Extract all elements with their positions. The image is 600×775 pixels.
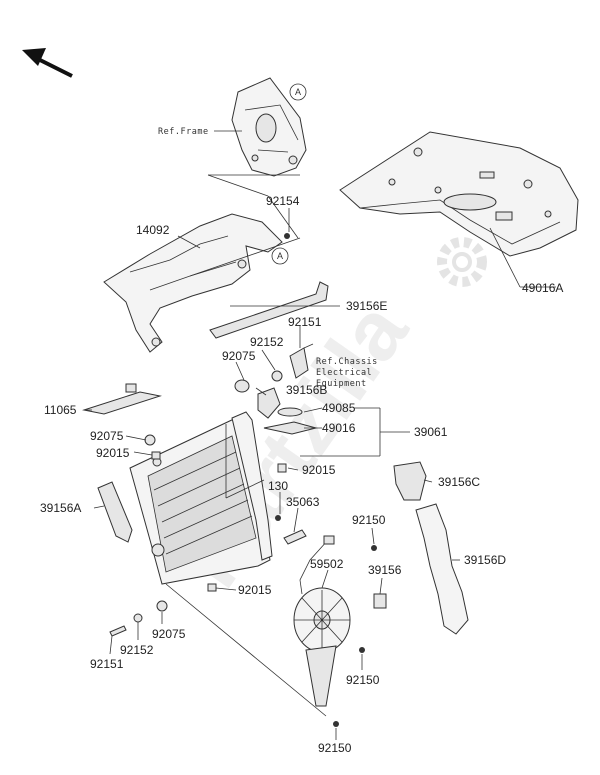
label-59502[interactable]: 59502 — [310, 557, 344, 571]
label-92152-top[interactable]: 92152 — [250, 335, 284, 349]
label-39156[interactable]: 39156 — [368, 563, 402, 577]
label-130[interactable]: 130 — [268, 479, 288, 493]
label-49016[interactable]: 49016 — [322, 421, 356, 435]
label-39156e[interactable]: 39156E — [346, 299, 387, 313]
label-49016a[interactable]: 49016A — [522, 281, 563, 295]
label-92015-left[interactable]: 92015 — [96, 446, 130, 460]
label-49085[interactable]: 49085 — [322, 401, 356, 415]
label-39156a[interactable]: 39156A — [40, 501, 81, 515]
seal-39156c[interactable] — [393, 461, 427, 501]
label-92075-mid[interactable]: 92075 — [90, 429, 124, 443]
label-92015-low[interactable]: 92015 — [238, 583, 272, 597]
bolt-92154[interactable] — [284, 233, 290, 239]
label-92151-low[interactable]: 92151 — [90, 657, 124, 671]
screw-92150-a[interactable] — [371, 545, 377, 551]
label-92150-a[interactable]: 92150 — [352, 513, 386, 527]
label-92151-top[interactable]: 92151 — [288, 315, 322, 329]
arrow-up-left-icon — [22, 48, 73, 78]
seal-39156[interactable] — [373, 593, 387, 609]
seal-strip-39156e[interactable] — [209, 281, 329, 339]
nut-92015-left[interactable] — [151, 451, 161, 460]
label-92015-mid[interactable]: 92015 — [302, 463, 336, 477]
label-92154[interactable]: 92154 — [266, 194, 300, 208]
under-cover-plate[interactable] — [339, 131, 579, 257]
view-marker-a-mid-text: A — [277, 251, 283, 261]
view-marker-a-mid — [271, 247, 289, 265]
label-39156c[interactable]: 39156C — [438, 475, 480, 489]
seal-39156a[interactable] — [97, 481, 133, 543]
label-39156b[interactable]: 39156B — [286, 383, 327, 397]
label-92152-low[interactable]: 92152 — [120, 643, 154, 657]
bolt-130[interactable] — [275, 515, 281, 521]
label-92150-b[interactable]: 92150 — [346, 673, 380, 687]
ref-chassis-line1: Ref.Chassis — [316, 357, 378, 367]
ref-chassis-line3: Equipment — [316, 379, 367, 389]
label-92150-c[interactable]: 92150 — [318, 741, 352, 755]
radiator-core[interactable] — [129, 417, 271, 585]
ref-frame-label: Ref.Frame — [158, 127, 209, 137]
screw-92150-c[interactable] — [333, 721, 339, 727]
label-35063[interactable]: 35063 — [286, 495, 320, 509]
nut-92015-low[interactable] — [207, 583, 217, 592]
view-marker-a-top — [289, 83, 307, 101]
clip-49085[interactable] — [277, 407, 303, 417]
nut-92015-mid[interactable] — [277, 463, 287, 473]
washer-92152-low[interactable] — [133, 613, 143, 623]
label-11065[interactable]: 11065 — [44, 403, 77, 417]
nut-92075-low[interactable] — [156, 600, 168, 612]
grommet-92152-top[interactable] — [271, 370, 283, 382]
air-duct-part[interactable] — [103, 213, 283, 353]
ref-chassis-line2: Electrical — [316, 368, 372, 378]
bolt-92151-low[interactable] — [109, 625, 127, 637]
view-marker-a-top-text: A — [295, 87, 301, 97]
label-39156d[interactable]: 39156D — [464, 553, 506, 567]
seal-39156b[interactable] — [257, 387, 281, 419]
leader-lines — [86, 227, 556, 740]
bracket-11065[interactable] — [82, 383, 162, 415]
seal-39156d[interactable] — [415, 503, 469, 635]
pipe-35063[interactable] — [283, 529, 307, 545]
label-92075-top[interactable]: 92075 — [222, 349, 256, 363]
part-labels: 92154 14092 49016A 39156E 92151 92152 92… — [40, 194, 563, 755]
bracket-top-right[interactable] — [289, 343, 314, 379]
gear-icon — [437, 237, 487, 287]
screw-92150-b[interactable] — [359, 647, 365, 653]
frame-reference-part[interactable] — [231, 77, 307, 177]
label-14092[interactable]: 14092 — [136, 223, 170, 237]
label-39061[interactable]: 39061 — [414, 425, 448, 439]
grommet-92075-top[interactable] — [234, 379, 250, 393]
label-92075-low[interactable]: 92075 — [152, 627, 186, 641]
nut-92075-mid[interactable] — [144, 434, 156, 446]
